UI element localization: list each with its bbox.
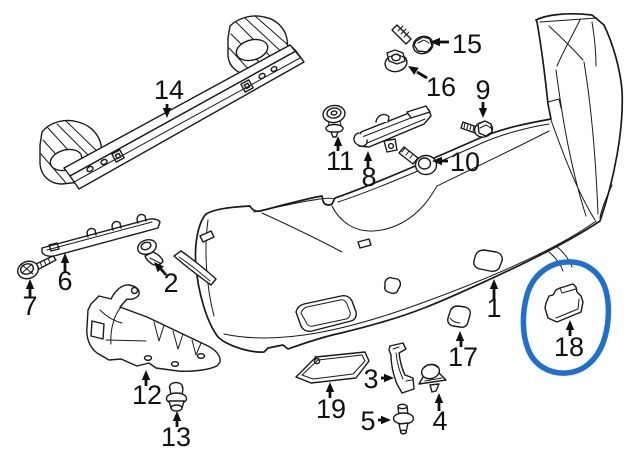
clip-11-drawing[interactable] [322, 104, 346, 138]
part-number-label: 18 [554, 332, 584, 362]
plate-19-drawing[interactable] [295, 351, 370, 384]
screw-10-drawing[interactable] [398, 146, 438, 176]
callout-13[interactable]: 13 [161, 411, 191, 452]
part-number-label: 12 [132, 380, 162, 410]
bolt-9-drawing[interactable] [460, 120, 494, 139]
callout-5[interactable]: 5 [360, 406, 391, 436]
callout-6[interactable]: 6 [57, 253, 73, 296]
clip-2-drawing[interactable] [136, 237, 164, 266]
part-number-label: 17 [448, 342, 478, 372]
callout-4[interactable]: 4 [432, 393, 448, 436]
callout-12[interactable]: 12 [132, 370, 162, 410]
bracket-8-drawing[interactable] [353, 105, 432, 153]
nut-16-drawing[interactable] [383, 49, 408, 74]
bracket-3-drawing[interactable] [388, 342, 415, 394]
callout-7[interactable]: 7 [22, 279, 38, 321]
part-number-label: 1 [486, 293, 501, 323]
part-number-label: 13 [161, 422, 191, 452]
callout-15[interactable]: 15 [430, 29, 482, 59]
part-number-label: 9 [475, 75, 490, 105]
callout-18[interactable]: 18 [554, 320, 584, 362]
part-number-label: 7 [22, 291, 37, 321]
cover-18-drawing[interactable] [544, 283, 584, 323]
callout-1[interactable]: 1 [486, 279, 502, 323]
part-number-label: 4 [432, 406, 447, 436]
callout-3[interactable]: 3 [363, 364, 394, 394]
callout-11[interactable]: 11 [326, 136, 354, 176]
part-number-label: 11 [326, 146, 354, 176]
callout-14[interactable]: 14 [154, 75, 184, 118]
callout-9[interactable]: 9 [475, 75, 491, 118]
part-number-label: 8 [361, 162, 376, 192]
part-number-label: 2 [163, 268, 178, 298]
callout-2[interactable]: 2 [154, 262, 179, 298]
part-number-label: 15 [452, 29, 482, 59]
callout-16[interactable]: 16 [408, 66, 456, 102]
callout-10[interactable]: 10 [432, 147, 480, 177]
part-number-label: 6 [57, 266, 72, 296]
under-cover-drawing[interactable] [86, 284, 221, 372]
bolt-5-drawing[interactable] [392, 403, 415, 435]
part-number-label: 10 [450, 147, 480, 177]
callout-17[interactable]: 17 [448, 331, 478, 372]
bolt-15-drawing[interactable] [391, 24, 435, 56]
part-number-label: 16 [426, 72, 456, 102]
part-number-label: 3 [363, 364, 378, 394]
side-rail-drawing[interactable] [41, 213, 161, 257]
clip-13-drawing[interactable] [165, 381, 188, 412]
screw-7-drawing[interactable] [15, 255, 57, 281]
callout-19[interactable]: 19 [316, 382, 346, 424]
part-number-label: 14 [154, 75, 184, 105]
clip-4-drawing[interactable] [418, 362, 447, 393]
part-number-label: 19 [316, 394, 346, 424]
bumper-cover-drawing[interactable] [173, 12, 624, 353]
highlight-circle [520, 259, 612, 376]
part-number-label: 5 [360, 406, 375, 436]
impact-bar-drawing[interactable] [39, 15, 305, 190]
cover-17-drawing[interactable] [447, 305, 471, 328]
callout-8[interactable]: 8 [361, 151, 377, 192]
